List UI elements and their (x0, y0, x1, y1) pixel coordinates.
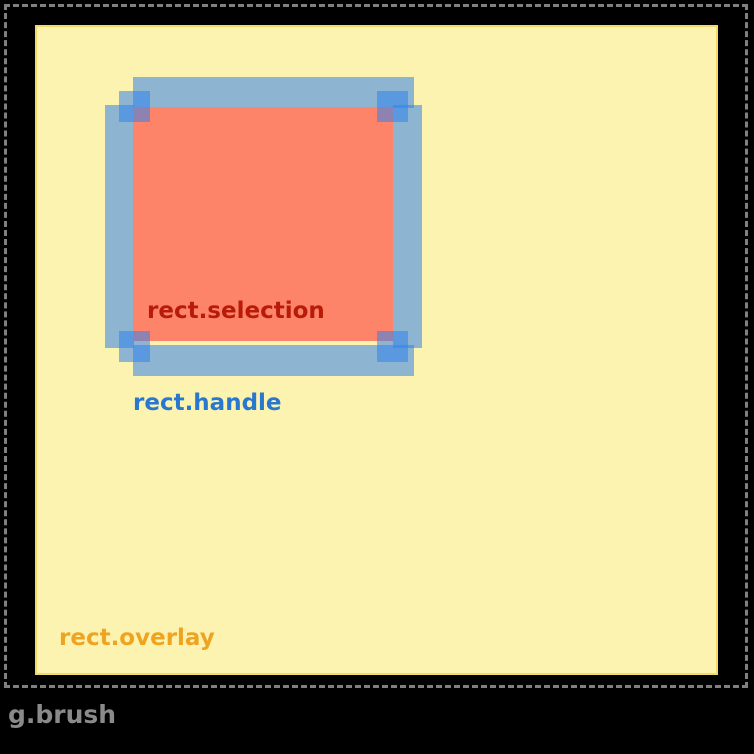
rect-handle-east[interactable] (393, 105, 422, 348)
rect-handle-southeast[interactable] (377, 331, 408, 362)
rect-handle-north[interactable] (133, 77, 414, 108)
rect-selection[interactable] (133, 107, 393, 341)
rect-overlay-label: rect.overlay (59, 625, 215, 651)
rect-handle-northeast[interactable] (377, 91, 408, 122)
rect-handle-west[interactable] (105, 105, 134, 348)
rect-selection-label: rect.selection (147, 298, 325, 324)
brush-group-label: g.brush (8, 700, 117, 729)
brush-group-outline (4, 4, 748, 688)
rect-handle-south[interactable] (133, 345, 414, 376)
rect-handle-southwest[interactable] (119, 331, 150, 362)
rect-handle-northwest[interactable] (119, 91, 150, 122)
rect-handle-label: rect.handle (133, 390, 282, 416)
